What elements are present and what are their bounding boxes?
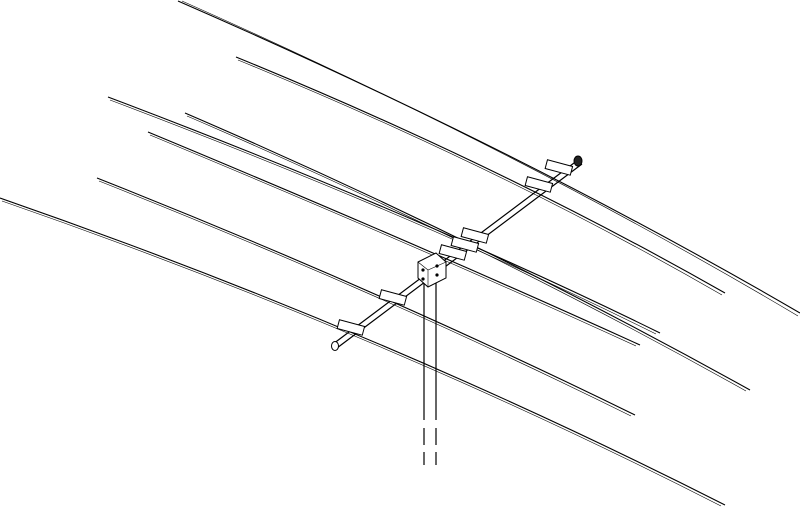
element-2	[235, 56, 726, 296]
element-1	[177, 0, 800, 317]
element-3	[107, 96, 661, 335]
element-4	[184, 112, 751, 392]
element-7	[0, 197, 726, 507]
mast-bracket	[417, 252, 447, 288]
clamp	[336, 319, 366, 336]
clamp	[450, 236, 480, 253]
clamp	[544, 159, 574, 176]
clamp	[438, 244, 468, 261]
element-clamps	[336, 159, 574, 336]
clamp	[524, 176, 554, 193]
element-5	[147, 131, 641, 347]
boom-end-cap-icon	[573, 155, 583, 167]
clamp	[378, 289, 408, 306]
element-6	[96, 177, 636, 417]
clamp	[460, 227, 490, 244]
boom-end-cap-icon	[331, 341, 339, 351]
mast	[423, 272, 437, 465]
